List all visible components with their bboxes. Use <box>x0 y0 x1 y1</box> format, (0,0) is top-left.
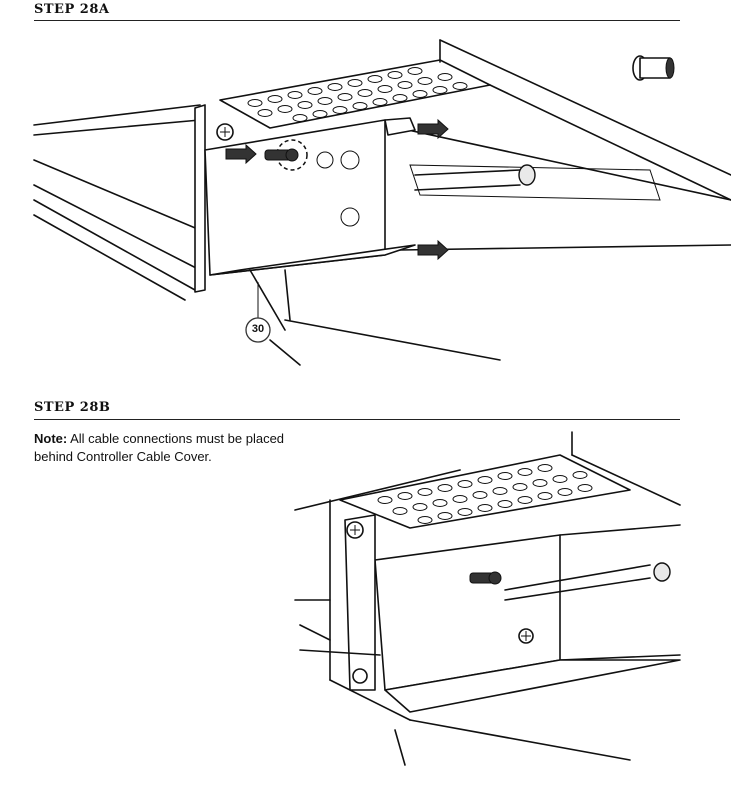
screw-icon <box>216 123 234 141</box>
callout-30 <box>245 317 271 343</box>
perforation-holes <box>377 464 593 524</box>
step-28b-illustration <box>294 431 681 766</box>
cable-cover-plate <box>204 117 416 276</box>
step-28b-divider <box>34 419 680 420</box>
wing-nut-icon <box>264 139 308 171</box>
note-label: Note: <box>34 431 68 446</box>
step-28a-title: STEP 28A <box>34 2 110 17</box>
step-28a-divider <box>34 20 680 21</box>
wing-nut-icon <box>469 571 502 585</box>
step-28b-title: STEP 28B <box>34 400 111 415</box>
note-body: All cable connections must be placed beh… <box>34 431 285 464</box>
installed-cable-cover <box>344 514 681 713</box>
note-text: Note: All cable connections must be plac… <box>34 430 294 466</box>
step-28a-illustration <box>33 39 731 366</box>
loose-screw-icon <box>632 55 675 81</box>
callout-30-label: 30 <box>251 323 265 335</box>
perforation-holes <box>247 67 468 122</box>
arrow-icon <box>225 118 449 261</box>
screw-icon <box>346 521 534 684</box>
